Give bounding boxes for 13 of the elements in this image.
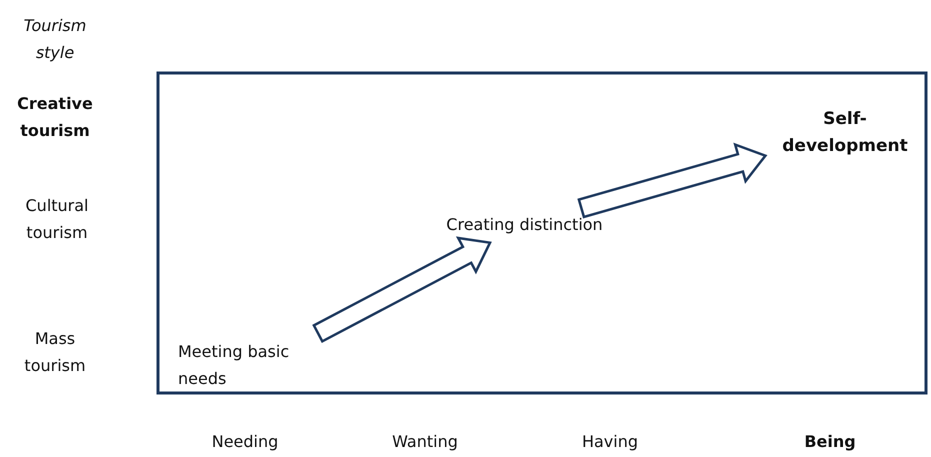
- axis-label: Creative tourism: [16, 93, 94, 142]
- axis-label: Being: [803, 431, 857, 453]
- axis-label: Mass tourism: [23, 328, 87, 377]
- node-label: Meeting basic needs: [178, 338, 338, 392]
- block-arrow: [577, 142, 768, 218]
- axis-label: Needing: [210, 431, 280, 453]
- node-label: Self-development: [775, 106, 915, 160]
- axis-label: Wanting: [391, 431, 459, 453]
- axis-title: Tourism style: [22, 15, 88, 64]
- axis-label: Cultural tourism: [24, 195, 90, 244]
- block-arrow: [312, 236, 492, 343]
- axis-label: Having: [580, 431, 640, 453]
- node-label: Creating distinction: [412, 211, 637, 238]
